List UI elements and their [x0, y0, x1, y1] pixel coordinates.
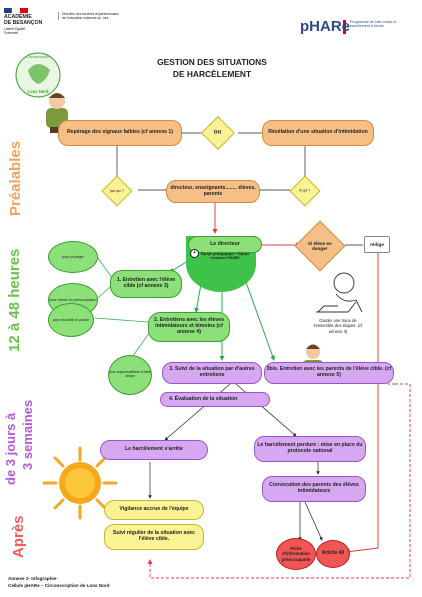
phare-logo-mark: [343, 20, 346, 34]
node-entretiens-intimidateurs: 2. Entretiens avec les élèves intimidate…: [148, 312, 230, 342]
node-evaluation-box: 4. Évaluation de la situation: [160, 392, 270, 407]
phare-logo: pHARe: [300, 18, 351, 35]
circonscription-logo-bottom: Lons Nord: [27, 89, 49, 94]
bubble-pour-proteger: pour protéger: [48, 241, 98, 273]
sun-illustration: [42, 446, 118, 520]
node-entretien-parents: 3bis. Entretien avec les parents de l'él…: [264, 362, 394, 384]
side-label-hours: 12 à 48 heures: [6, 248, 23, 352]
node-harcelement-arrete: Le harcèlement s'arrête: [100, 440, 208, 460]
node-entretien-cible: 1. Entretien avec l'élève cible (cf anne…: [110, 270, 182, 298]
node-le-directeur: Le directeur: [188, 236, 262, 253]
footer: Annexe 2- Infographie- Cellule pHARe – C…: [8, 576, 110, 589]
node-reperage: Repérage des signaux faibles (cf annexe …: [58, 120, 182, 146]
node-vigilance: Vigilance accrue de l'équipe: [104, 500, 204, 520]
circonscription-logo: [15, 52, 61, 98]
side-label-prealables: Préalables: [7, 140, 24, 216]
circonscription-logo-top: Circonscription: [26, 55, 50, 59]
phare-tagline: Programme de lutte contre le harcèlement…: [350, 20, 397, 29]
direction-text: Direction des services départementaux de…: [58, 12, 122, 21]
equipe-pedagogique: Équipe pédagogique + Équipe ressource PH…: [200, 252, 250, 261]
node-directeur-enseignants: directeur, enseignants........ élèves, p…: [166, 180, 260, 203]
side-label-apres: Après: [10, 515, 27, 558]
page-title: GESTION DES SITUATIONS DE HARCÈLEMENT: [157, 57, 267, 79]
side-label-days-1: de 3 jours à: [3, 412, 18, 485]
node-revelation: Révélation d'une situation d'intimidatio…: [262, 120, 374, 146]
academie-name: ACADÉMIE DE BESANÇON: [4, 14, 43, 26]
garder-trace-text: Garder une trace de l'ensemble des étape…: [313, 318, 363, 334]
footer-line-2: Cellule pHARe – Circonscription de Lons …: [8, 582, 110, 588]
bubble-pour-responsabiliser: pour responsabiliser et faire cesser: [108, 355, 152, 395]
node-convocation: Convocation des parents des élèves intim…: [262, 476, 366, 502]
republic-motto: Liberté Égalité Fraternité: [4, 27, 26, 35]
node-fiche-information: Fiche d'information préoccupante: [276, 538, 316, 570]
node-redige: rédige: [364, 236, 390, 253]
bubble-pour-recueillir: pour recueillir la parole: [48, 303, 94, 337]
node-suivi-regulier: Suivi régulier de la situation avec l'él…: [104, 524, 204, 550]
person-writing-illustration: [316, 272, 363, 313]
node-article-40: Article 40: [316, 540, 350, 568]
marianne-logo: [4, 7, 28, 14]
node-harcelement-perdure: Le harcèlement perdure : mise en place d…: [254, 436, 366, 462]
side-label-days-2: 3 semaines: [20, 399, 35, 470]
footer-line-1: Annexe 2- Infographie-: [8, 576, 58, 581]
node-suivi-situation: 3. Suivi de la situation par d'autres en…: [162, 362, 262, 384]
plus-badge: +: [190, 249, 199, 258]
